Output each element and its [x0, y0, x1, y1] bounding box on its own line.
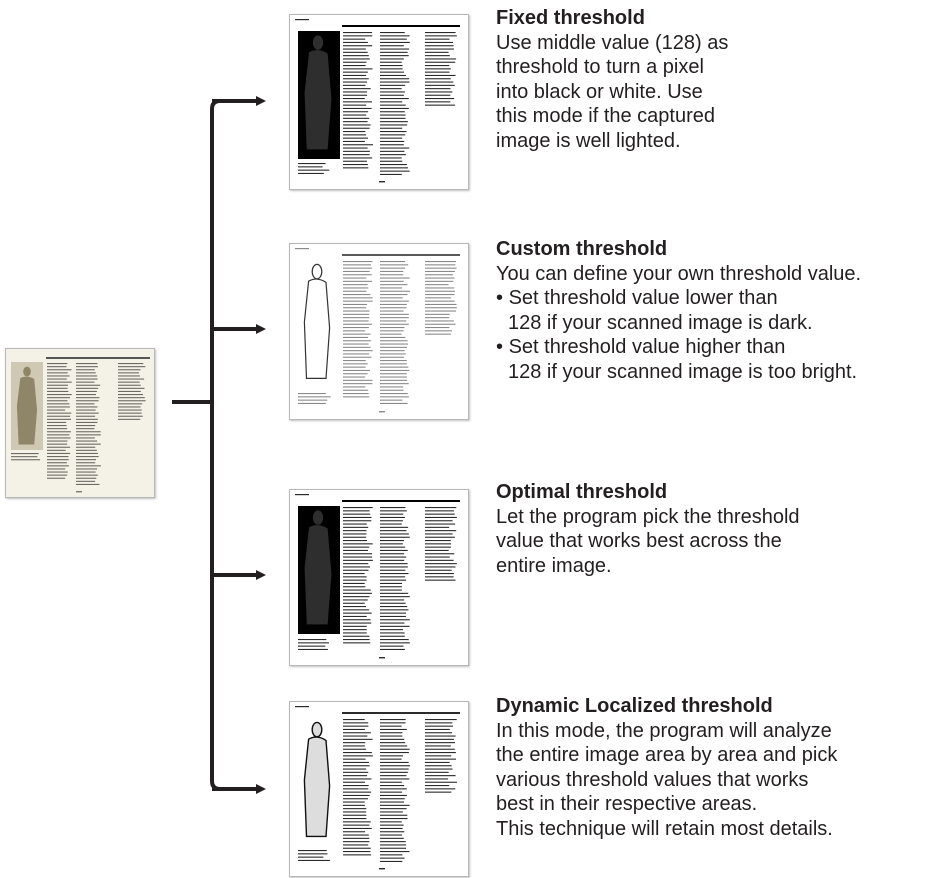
description-line: Let the program pick the threshold: [496, 505, 800, 528]
bullet-item: • Set threshold value lower than: [496, 287, 778, 309]
description-line: into black or white. Use: [496, 80, 703, 103]
optimal-threshold-title: Optimal threshold: [496, 481, 668, 503]
description-line: You can define your own threshold value.: [496, 262, 862, 285]
bullet-text: Set threshold value higher than: [508, 336, 786, 358]
description-line: best in their respective areas.: [496, 793, 758, 815]
description-line: In this mode, the program will analyze: [496, 719, 832, 742]
custom-threshold-title: Custom threshold: [496, 238, 668, 260]
optimal-threshold-result-thumbnail: [289, 489, 469, 666]
scanned-page-thumbnail: [5, 348, 155, 498]
fixed-threshold-result-thumbnail: [289, 14, 469, 190]
description-line: image is well lighted.: [496, 129, 681, 152]
bullet-text: Set threshold value lower than: [508, 287, 778, 309]
fixed-threshold-description: Fixed threshold Use middle value (128) a…: [496, 6, 946, 153]
custom-threshold-result-thumbnail: [289, 243, 469, 420]
description-line: Use middle value (128) as: [496, 31, 729, 54]
description-line: value that works best across the: [496, 530, 782, 552]
dynamic-localized-threshold-description: Dynamic Localized threshold In this mode…: [496, 694, 946, 841]
bullet-item: • Set threshold value higher than: [496, 336, 786, 358]
description-line: the entire image area by area and pick: [496, 744, 838, 766]
dynamic-localized-threshold-result-thumbnail: [289, 701, 469, 877]
optimal-threshold-description: Optimal threshold Let the program pick t…: [496, 480, 946, 578]
description-line: threshold to turn a pixel: [496, 56, 704, 78]
bracket-line: [210, 99, 262, 791]
dynamic-localized-threshold-title: Dynamic Localized threshold: [496, 695, 773, 717]
description-line: this mode if the captured: [496, 105, 716, 127]
description-line: entire image.: [496, 554, 612, 577]
bullet-continuation: 128 if your scanned image is dark.: [508, 311, 813, 334]
bullet-continuation: 128 if your scanned image is too bright.: [508, 360, 858, 383]
custom-threshold-description: Custom threshold You can define your own…: [496, 237, 946, 384]
fixed-threshold-title: Fixed threshold: [496, 7, 645, 29]
description-line: This technique will retain most details.: [496, 817, 833, 840]
description-line: various threshold values that works: [496, 768, 809, 791]
